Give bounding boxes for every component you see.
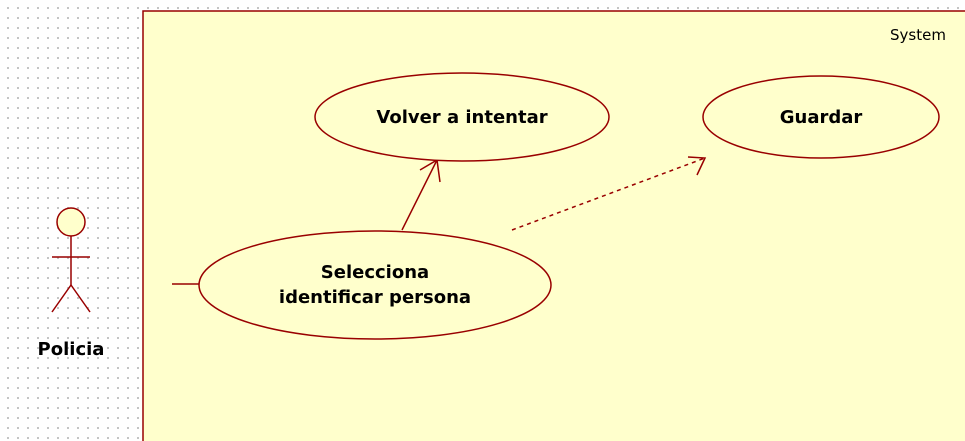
system-boundary-box — [142, 10, 965, 441]
use-case-save-shape — [702, 75, 940, 159]
use-case-select-label-line1: Selecciona — [321, 262, 429, 283]
stick-figure-icon — [51, 207, 91, 313]
use-case-save[interactable]: Guardar — [702, 75, 940, 159]
actor-name: Policia — [38, 339, 105, 360]
use-case-retry[interactable]: Volver a intentar — [314, 72, 610, 162]
use-case-select-shape — [198, 230, 552, 340]
use-case-select-label-line2: identificar persona — [279, 287, 471, 308]
use-case-retry-label: Volver a intentar — [376, 107, 547, 128]
relation-arrow-save[interactable] — [511, 156, 707, 231]
system-boundary[interactable]: System — [142, 10, 965, 441]
actor-policia[interactable]: Policia — [38, 207, 105, 360]
use-case-retry-shape — [314, 72, 610, 162]
system-label: System — [890, 26, 946, 44]
use-case-save-label: Guardar — [780, 107, 863, 128]
use-case-select[interactable]: Selecciona identificar persona — [198, 230, 552, 340]
